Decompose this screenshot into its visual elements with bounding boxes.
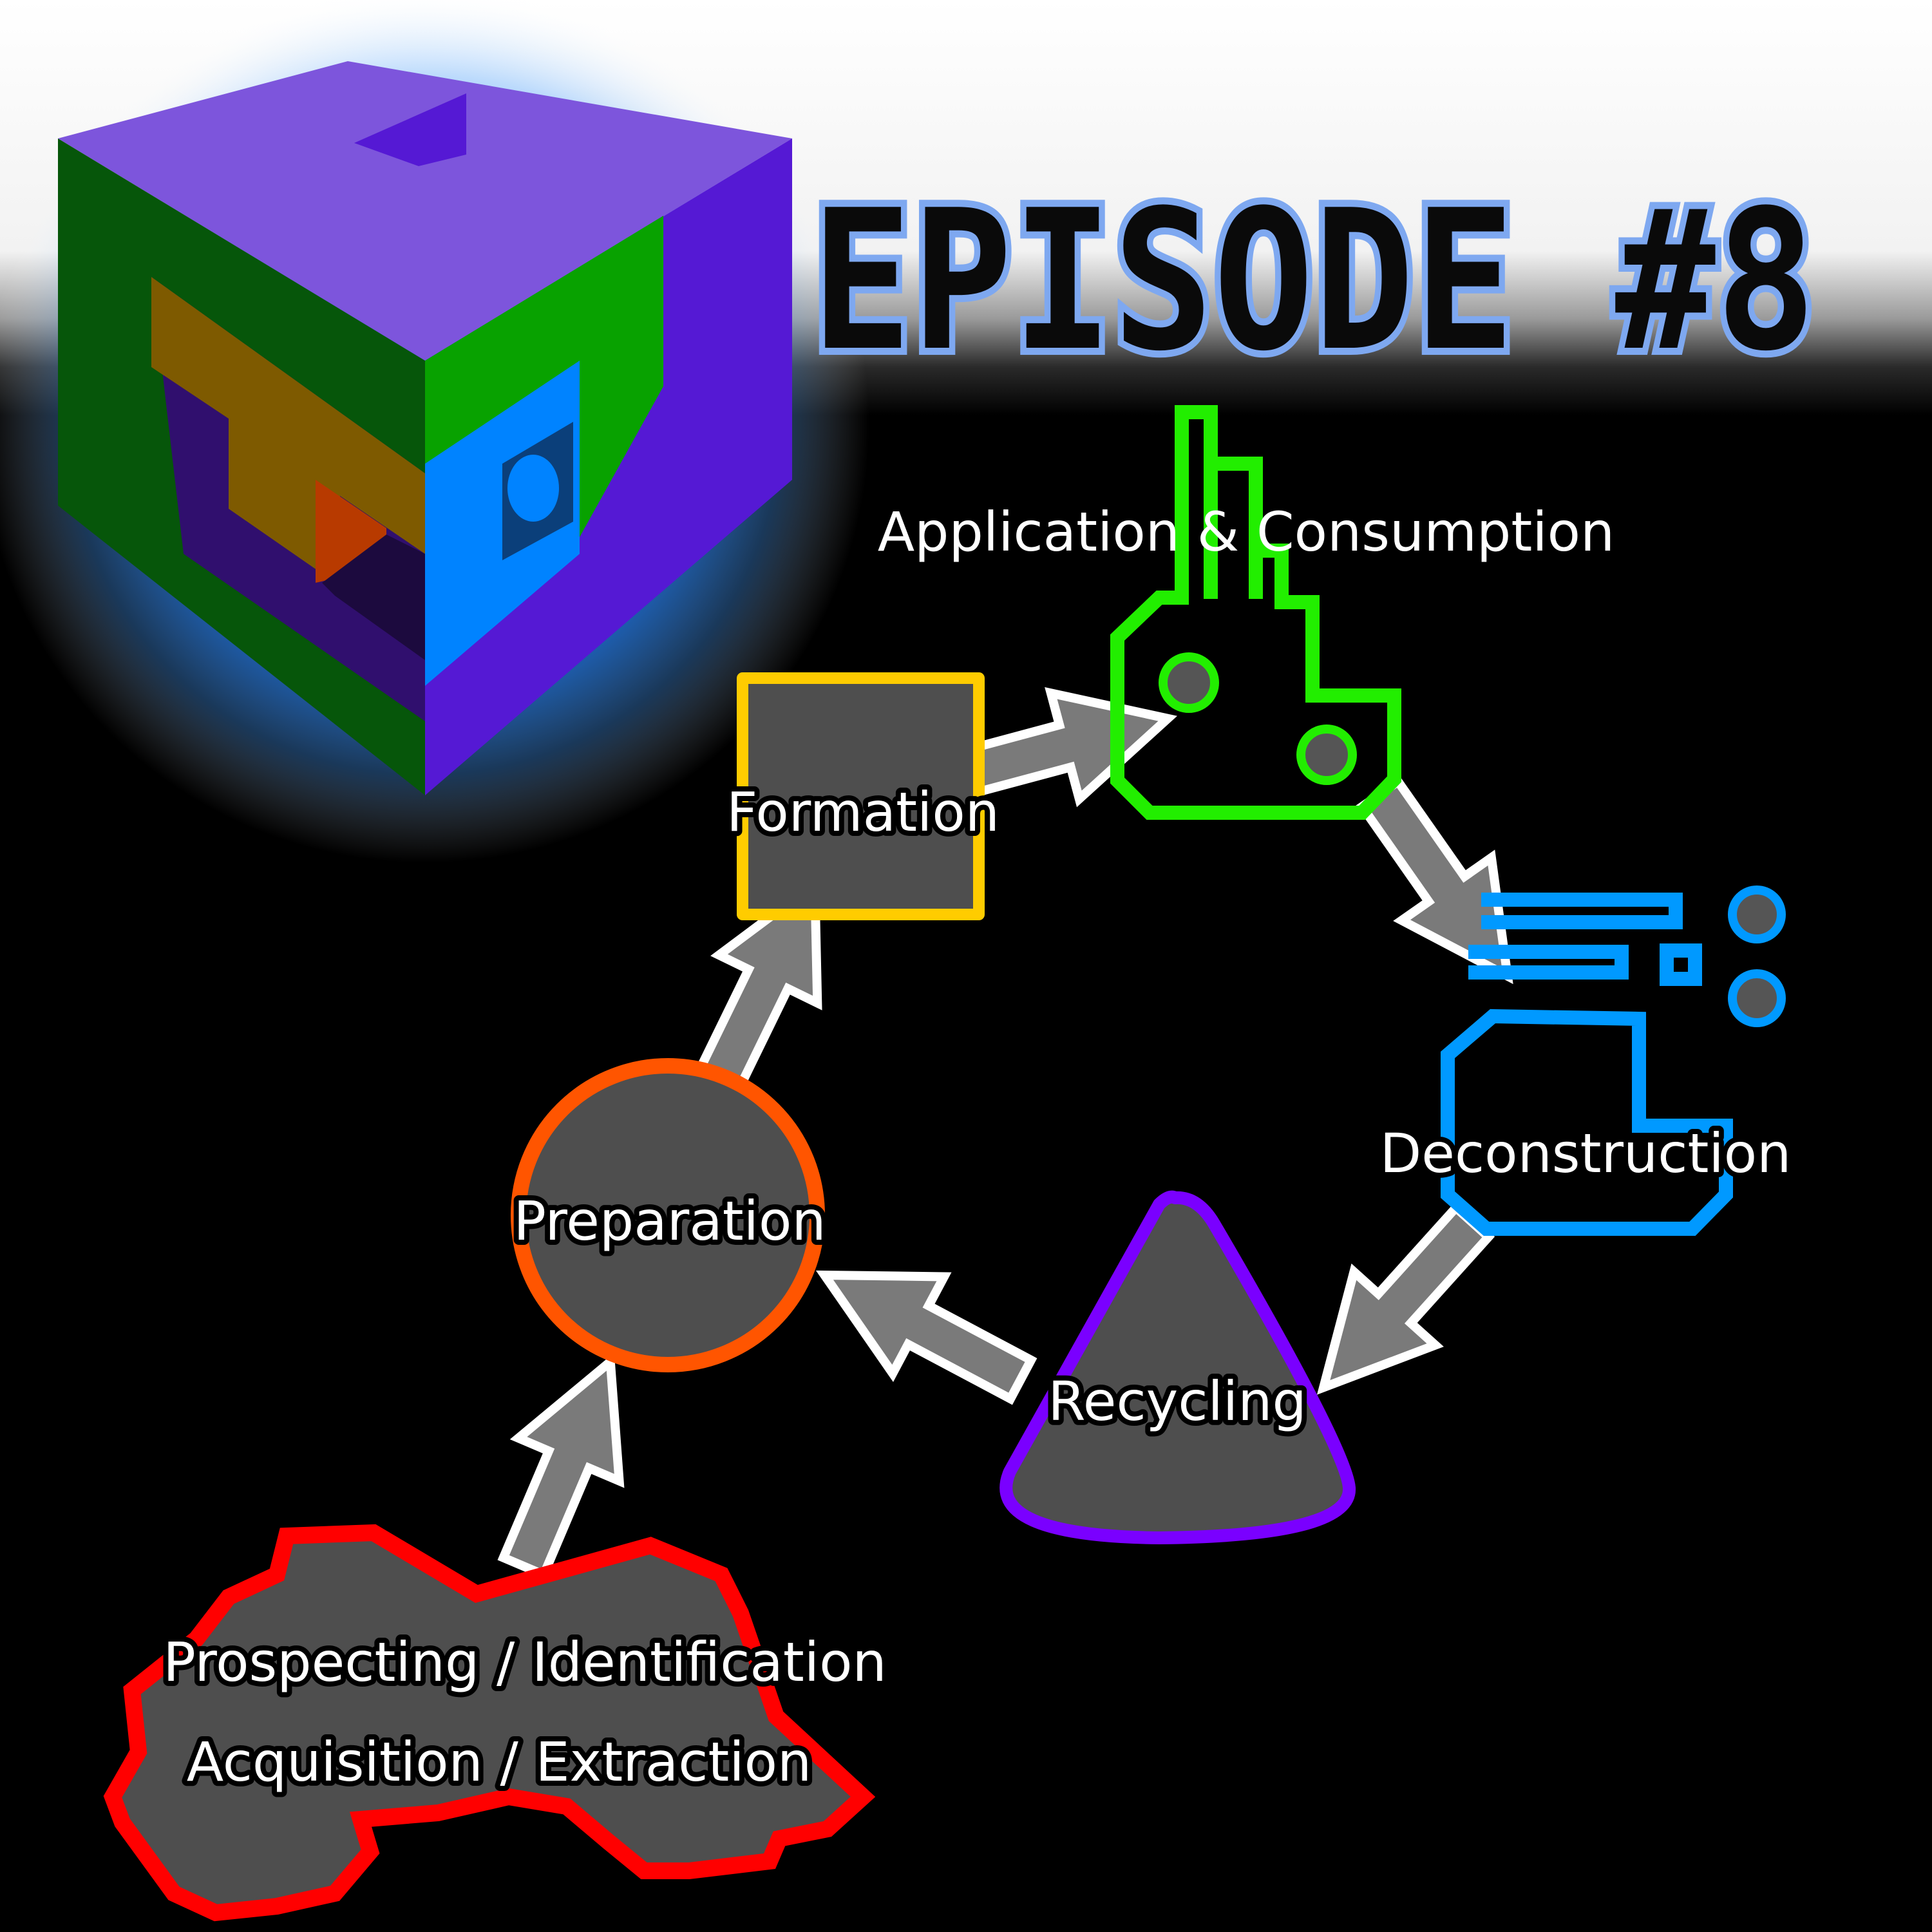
robot-arm-bolt-1 (1159, 652, 1219, 713)
extraction-label-line1: Prospecting / Identification (163, 1631, 887, 1694)
arrow-deconstruction-to-recycling (1316, 1201, 1495, 1395)
node-formation: Formation (721, 672, 1005, 920)
deconstruction-label: Deconstruction (1380, 1122, 1792, 1185)
application-label: Application & Consumption (878, 500, 1615, 564)
extraction-label-line2: Acquisition / Extraction (187, 1730, 812, 1794)
logo-top-face (58, 61, 792, 361)
node-extraction: Prospecting / Identification Acquisition… (103, 1524, 892, 1922)
preparation-label: Preparation (513, 1189, 826, 1253)
node-recycling: Recycling (999, 1190, 1356, 1544)
robot-arm-icon (1110, 405, 1401, 820)
machine-light-2 (1728, 969, 1786, 1027)
preparation-circle (511, 1058, 825, 1372)
machine-light-1 (1728, 886, 1786, 943)
logo-right-dot (507, 455, 559, 522)
cube-logo-icon (0, 0, 869, 863)
node-deconstruction (1441, 886, 1786, 1236)
cycle-arrows (497, 687, 1513, 1581)
machine-button (1660, 943, 1702, 986)
machine-tray-bottom (1468, 945, 1629, 980)
arrow-recycling-to-preparation (815, 1270, 1037, 1405)
machine-icon (1441, 1009, 1733, 1236)
recycling-label: Recycling (1048, 1370, 1307, 1433)
robot-arm-bolt-2 (1296, 724, 1357, 785)
recycling-triangle (999, 1190, 1356, 1544)
logo-top-slot (354, 93, 466, 166)
node-application (1110, 405, 1401, 820)
formation-label: Formation (726, 781, 999, 844)
extraction-blob (103, 1524, 876, 1922)
logo-left-cavity (322, 535, 425, 660)
logo-left-gold (151, 277, 425, 586)
formation-square (737, 672, 985, 920)
node-preparation: Preparation (508, 1058, 831, 1372)
machine-tray-top (1481, 893, 1683, 929)
arrow-extraction-to-preparation (497, 1352, 625, 1581)
episode-title: EPISODE #8 (811, 169, 1816, 393)
